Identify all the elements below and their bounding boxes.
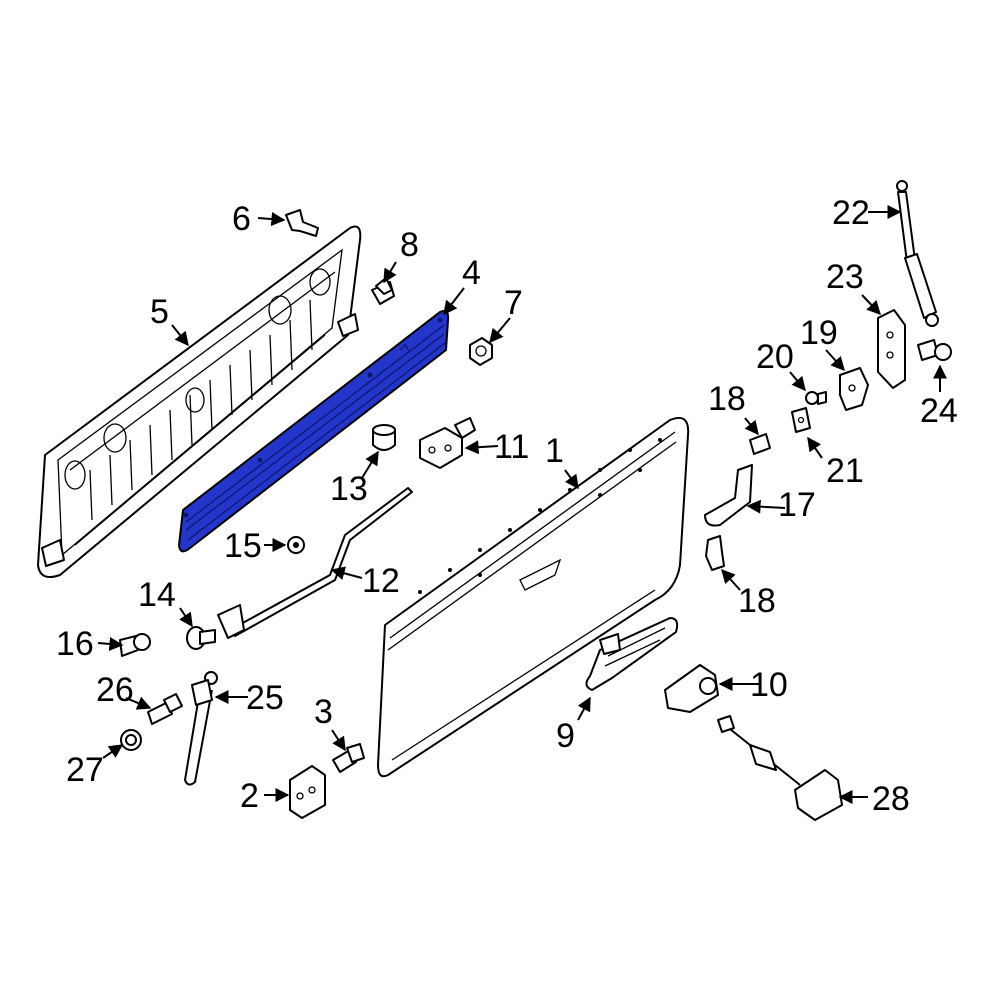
- callout-27[interactable]: 27: [66, 751, 104, 789]
- callout-9[interactable]: 9: [556, 717, 575, 755]
- callout-10[interactable]: 10: [750, 666, 788, 704]
- part-13-bumper[interactable]: [372, 424, 396, 451]
- callout-18-lower[interactable]: 18: [738, 582, 776, 620]
- callout-6[interactable]: 6: [232, 200, 251, 238]
- callout-1[interactable]: 1: [545, 432, 564, 470]
- part-8-bolt[interactable]: [371, 277, 395, 305]
- callout-25[interactable]: 25: [246, 679, 284, 717]
- part-17-bracket[interactable]: [704, 464, 753, 527]
- part-27-o-ring[interactable]: [120, 729, 142, 751]
- part-11-hinge[interactable]: [419, 417, 476, 469]
- callout-26[interactable]: 26: [96, 671, 134, 709]
- part-25-cable[interactable]: [183, 671, 218, 786]
- callout-5[interactable]: 5: [150, 293, 169, 331]
- callout-22[interactable]: 22: [832, 194, 870, 232]
- callout-labels: 1 2 3 4 5 6 7 8 9 10 11 12 13 14 15 16 1…: [56, 194, 958, 818]
- callout-23[interactable]: 23: [826, 258, 864, 296]
- part-5-inner-panel[interactable]: [37, 225, 362, 578]
- callout-17[interactable]: 17: [778, 486, 816, 524]
- part-12-rod[interactable]: [217, 487, 413, 639]
- part-15-washer[interactable]: [287, 536, 305, 554]
- part-4-molding-strip[interactable]: [177, 310, 450, 553]
- part-1-tailgate[interactable]: [377, 416, 690, 778]
- callout-13[interactable]: 13: [330, 470, 368, 508]
- callout-18-upper[interactable]: 18: [708, 380, 746, 418]
- callout-15[interactable]: 15: [224, 527, 262, 565]
- leader-lines: [97, 205, 947, 804]
- callout-11[interactable]: 11: [494, 428, 529, 466]
- callout-3[interactable]: 3: [314, 693, 333, 731]
- part-6-bolt[interactable]: [285, 209, 319, 237]
- callout-8[interactable]: 8: [400, 226, 419, 264]
- callout-20[interactable]: 20: [756, 338, 794, 376]
- callout-2[interactable]: 2: [240, 777, 259, 815]
- part-22-strut[interactable]: [896, 180, 939, 327]
- part-24-screw[interactable]: [917, 339, 952, 361]
- part-3-bolt[interactable]: [332, 743, 365, 773]
- part-10-latch[interactable]: [664, 664, 719, 713]
- callout-21[interactable]: 21: [826, 452, 864, 490]
- part-28-actuator[interactable]: [717, 715, 843, 821]
- part-7-nut[interactable]: [469, 337, 493, 366]
- part-18-bolt-upper[interactable]: [749, 433, 771, 455]
- callout-7[interactable]: 7: [504, 284, 523, 322]
- callout-12[interactable]: 12: [362, 562, 400, 600]
- part-16-fastener[interactable]: [119, 633, 151, 657]
- callout-14[interactable]: 14: [138, 576, 176, 614]
- callout-4[interactable]: 4: [462, 254, 481, 292]
- callout-24[interactable]: 24: [920, 392, 958, 430]
- part-18-bolt-lower[interactable]: [705, 535, 725, 571]
- callout-16[interactable]: 16: [56, 625, 94, 663]
- part-21-pad[interactable]: [791, 407, 811, 433]
- callout-19[interactable]: 19: [800, 314, 838, 352]
- part-9-handle[interactable]: [585, 617, 679, 691]
- part-23-bracket[interactable]: [877, 309, 906, 389]
- part-14-clip[interactable]: [186, 626, 216, 650]
- callout-28[interactable]: 28: [872, 780, 910, 818]
- part-2-striker[interactable]: [289, 765, 326, 819]
- part-20-nut[interactable]: [805, 391, 827, 405]
- part-26-bolt[interactable]: [147, 693, 183, 725]
- part-19-bracket[interactable]: [839, 367, 869, 411]
